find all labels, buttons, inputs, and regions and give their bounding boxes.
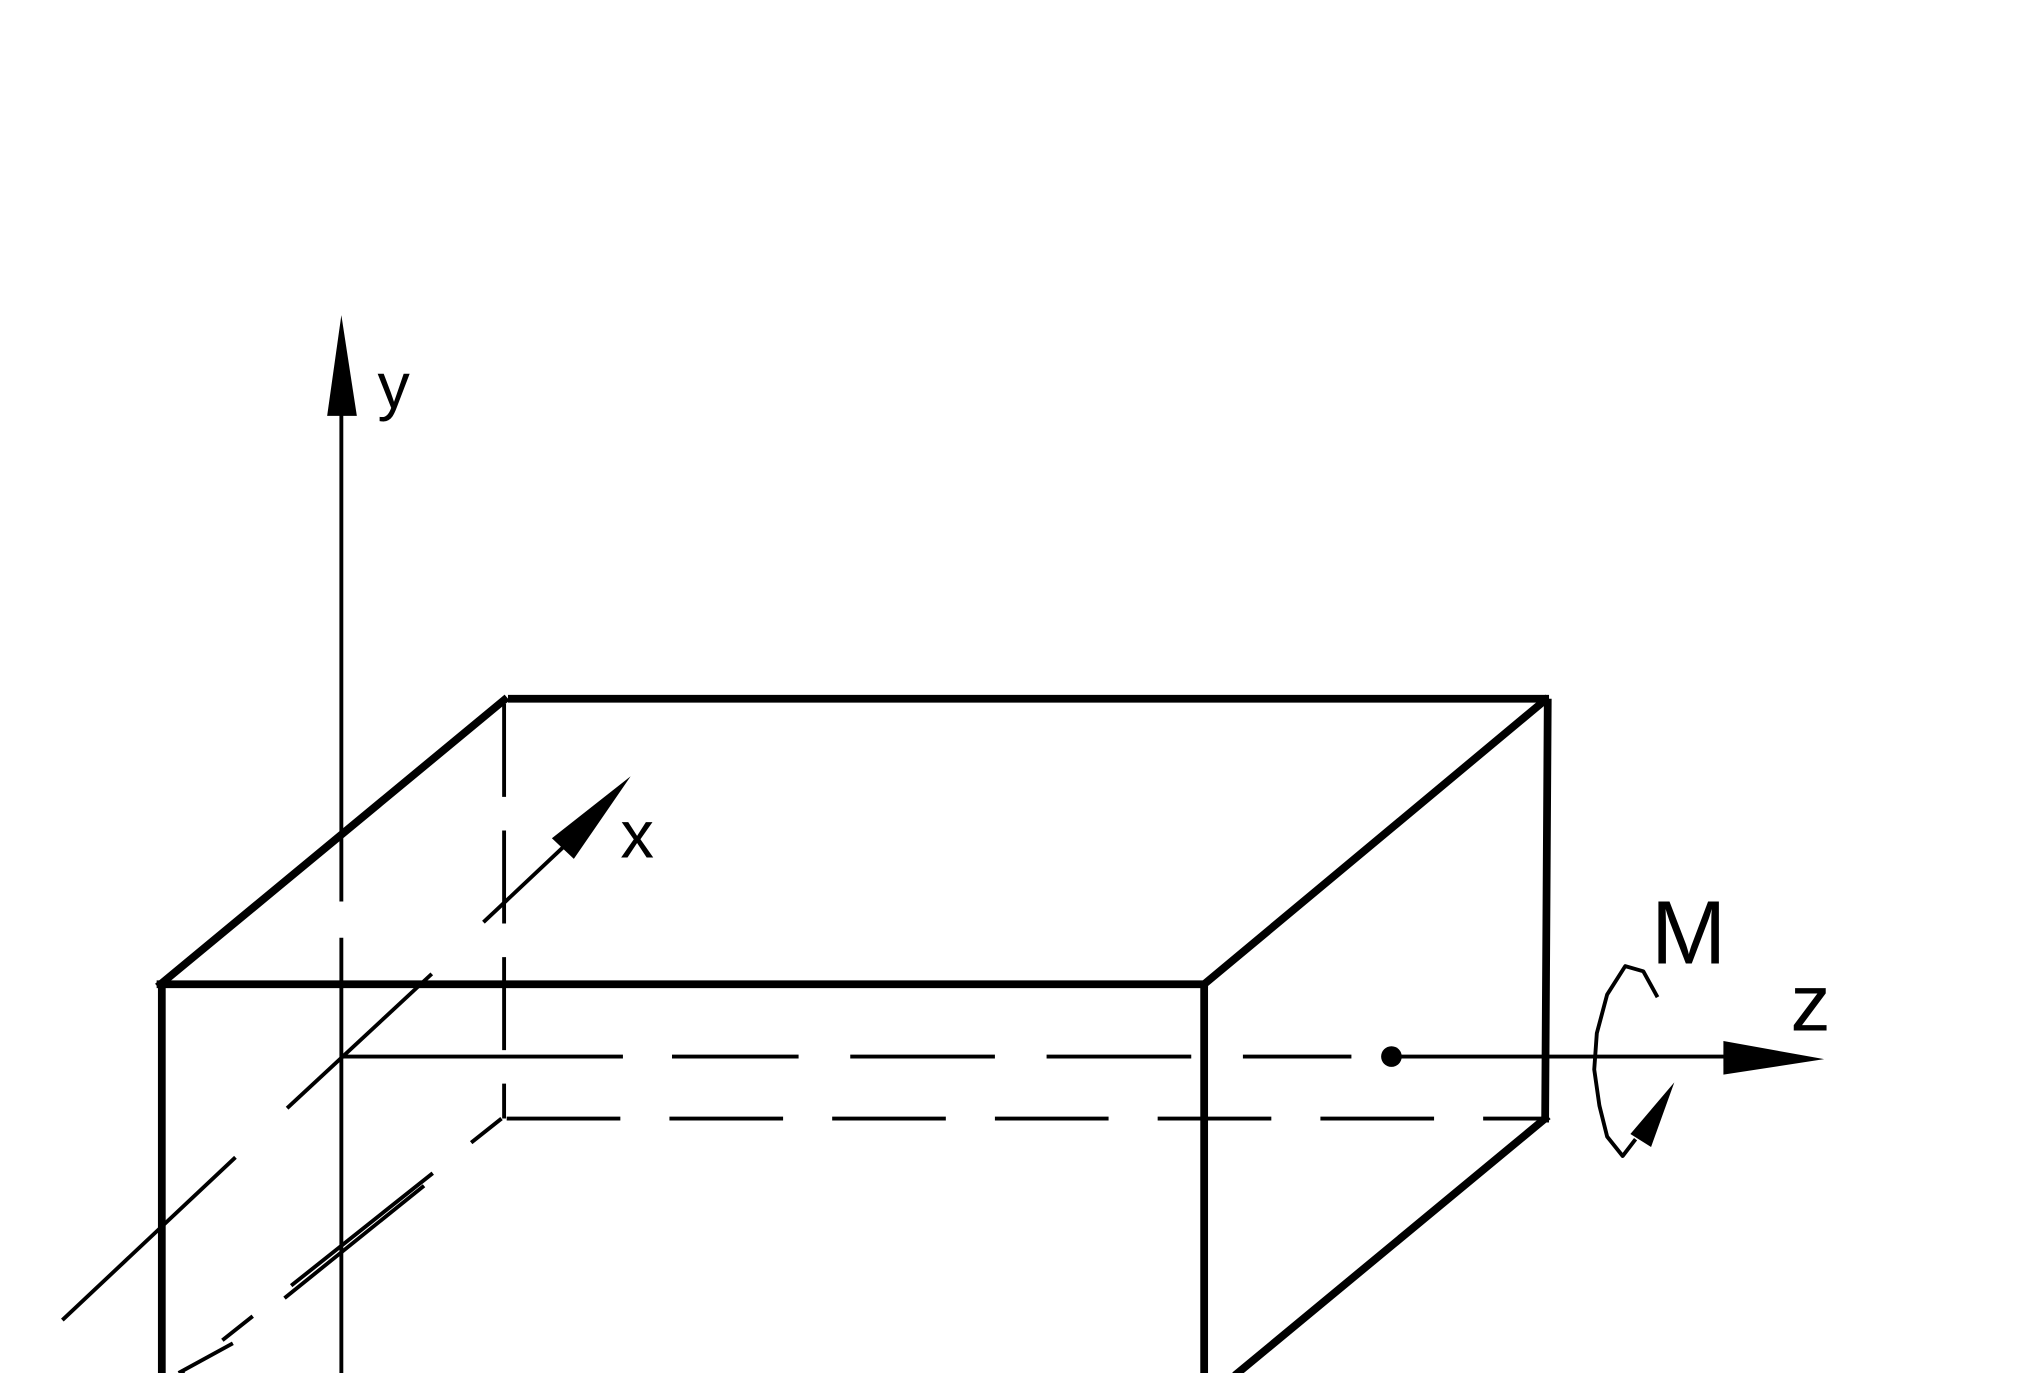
x-axis-segment-3 bbox=[482, 838, 573, 924]
box-visible-edges bbox=[155, 694, 1552, 1378]
top-left-receding-edge bbox=[155, 694, 510, 990]
curved-arrow-icon bbox=[1592, 964, 1660, 1158]
z-axis-arrowhead-icon bbox=[1723, 1041, 1825, 1075]
right-back-vertical-edge bbox=[1541, 698, 1552, 1123]
x-axis bbox=[61, 838, 573, 1375]
x-axis-arrowhead-icon bbox=[551, 776, 631, 859]
moment-symbol: M bbox=[1592, 883, 1726, 1158]
x-axis-parallel-hatch bbox=[283, 1184, 426, 1300]
top-right-receding-edge bbox=[1198, 694, 1551, 990]
x-axis-parallel-hatch-2 bbox=[177, 1341, 234, 1375]
y-axis-label: y bbox=[378, 350, 411, 422]
x-axis-label: x bbox=[620, 798, 654, 873]
y-axis: y bbox=[327, 315, 411, 1373]
x-axis-segment-1 bbox=[61, 1155, 237, 1322]
moment-label: M bbox=[1651, 883, 1726, 984]
moment-arrowhead-icon bbox=[1630, 1082, 1675, 1147]
z-axis: z bbox=[341, 959, 1831, 1075]
box-hidden-edges bbox=[179, 703, 1546, 1375]
y-axis-arrowhead-icon bbox=[327, 315, 357, 416]
z-axis-label: z bbox=[1791, 959, 1831, 1048]
x-axis-segment-2 bbox=[285, 972, 434, 1110]
bottom-right-receding-edge bbox=[1232, 1113, 1551, 1378]
